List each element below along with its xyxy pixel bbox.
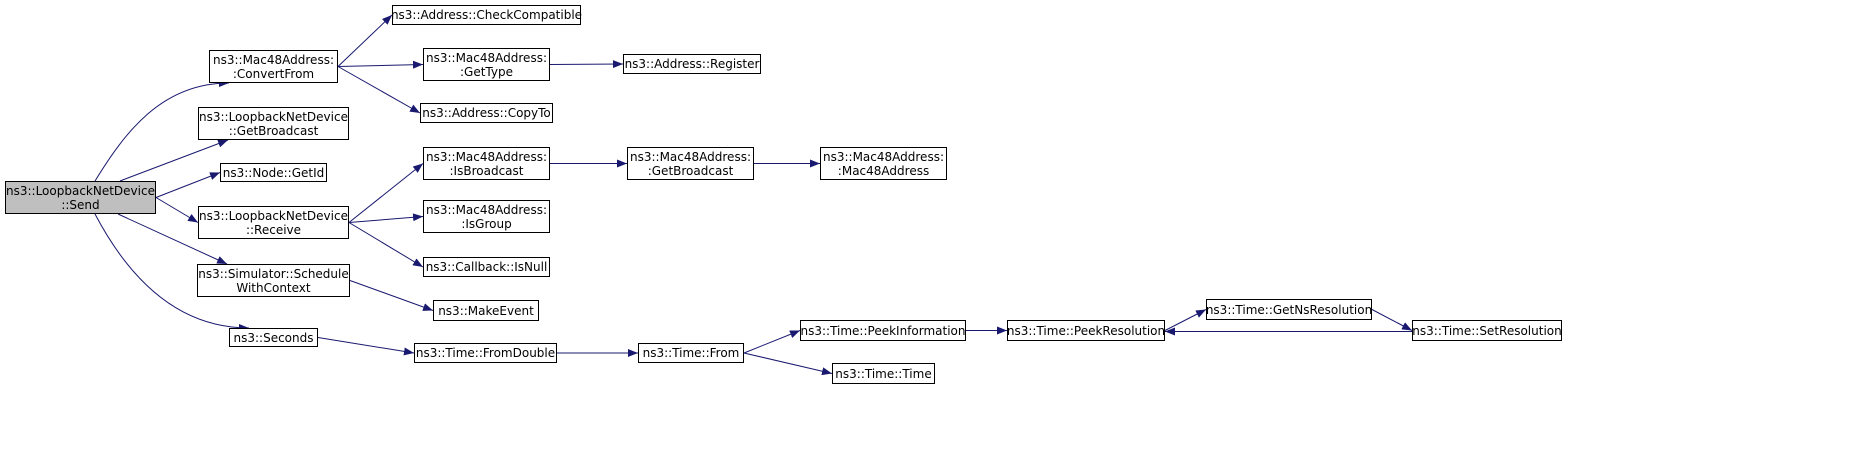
edge-from-to-peekinformation xyxy=(743,330,801,354)
node-label-line: ns3::Simulator::Schedule xyxy=(198,266,349,281)
node-label-line: :GetBroadcast xyxy=(647,163,734,178)
node-label-line: ns3::Address::Register xyxy=(624,57,760,71)
node-getbroadcast-mac[interactable]: ns3::Mac48Address::GetBroadcast xyxy=(627,147,754,180)
node-peekresolution[interactable]: ns3::Time::PeekResolution xyxy=(1007,320,1165,341)
node-isbroadcast[interactable]: ns3::Mac48Address::IsBroadcast xyxy=(423,147,550,180)
node-label-line: ns3::Time::GetNsResolution xyxy=(1205,302,1373,317)
node-receive[interactable]: ns3::LoopbackNetDevice::Receive xyxy=(198,206,349,239)
edge-receive-to-isgroup xyxy=(348,213,424,223)
edge-receive-to-isnull xyxy=(348,222,424,268)
node-label-line: ns3::Time::PeekInformation xyxy=(800,323,966,338)
edge-convertfrom-to-checkcompatible xyxy=(337,14,393,67)
edge-from-to-timector xyxy=(743,352,833,376)
node-from[interactable]: ns3::Time::From xyxy=(638,343,744,363)
edge-getnsresolution-to-setresolution xyxy=(1371,309,1413,331)
edge-peekresolution-to-getnsresolution xyxy=(1164,309,1207,331)
node-label-line: WithContext xyxy=(236,280,311,295)
node-label-line: ns3::Time::SetResolution xyxy=(1412,323,1562,338)
node-label-line: ns3::Seconds xyxy=(233,330,314,345)
edge-receive-to-isbroadcast xyxy=(348,163,424,223)
node-label-line: ns3::LoopbackNetDevice xyxy=(199,109,348,124)
node-seconds[interactable]: ns3::Seconds xyxy=(229,328,318,347)
edge-convertfrom-to-copyto xyxy=(337,66,421,114)
edge-convertfrom-to-gettype xyxy=(337,60,424,69)
edge-send-to-receive xyxy=(155,197,199,223)
edge-schedulewithcontext-to-makeevent xyxy=(349,280,434,311)
node-label-line: ns3::Time::FromDouble xyxy=(415,346,556,360)
node-setresolution[interactable]: ns3::Time::SetResolution xyxy=(1412,320,1562,341)
node-convertfrom[interactable]: ns3::Mac48Address::ConvertFrom xyxy=(209,50,338,83)
node-label-line: ::Receive xyxy=(245,222,302,237)
node-label-line: ns3::Mac48Address: xyxy=(426,202,547,217)
node-checkcompatible[interactable]: ns3::Address::CheckCompatible xyxy=(390,5,583,25)
node-label-line: ns3::Time::PeekResolution xyxy=(1006,323,1166,338)
node-label-line: ns3::Mac48Address: xyxy=(426,50,547,65)
edge-send-to-getid xyxy=(155,172,221,198)
node-isgroup[interactable]: ns3::Mac48Address::IsGroup xyxy=(423,200,550,233)
edge-gettype-to-register xyxy=(549,60,624,69)
node-label-line: ns3::LoopbackNetDevice xyxy=(199,208,348,223)
edge-send-to-getbroadcast-dev xyxy=(119,139,229,182)
node-label-line: ns3::Mac48Address: xyxy=(823,149,944,164)
node-getbroadcast-dev[interactable]: ns3::LoopbackNetDevice::GetBroadcast xyxy=(198,107,349,140)
node-peekinformation[interactable]: ns3::Time::PeekInformation xyxy=(800,320,966,341)
node-label-line: :IsGroup xyxy=(461,216,512,231)
edge-send-to-seconds xyxy=(94,213,250,332)
node-label-line: ns3::Mac48Address: xyxy=(213,52,334,67)
node-isnull[interactable]: ns3::Callback::IsNull xyxy=(423,257,550,277)
node-label-line: ns3::Time::From xyxy=(642,346,740,360)
node-makeevent[interactable]: ns3::MakeEvent xyxy=(433,300,539,321)
node-fromdouble[interactable]: ns3::Time::FromDouble xyxy=(414,343,557,363)
node-gettype[interactable]: ns3::Mac48Address::GetType xyxy=(423,48,550,81)
node-label-line: :Mac48Address xyxy=(837,163,930,178)
node-label-line: ns3::Mac48Address: xyxy=(630,149,751,164)
node-label-line: ns3::MakeEvent xyxy=(438,303,534,318)
node-getid[interactable]: ns3::Node::GetId xyxy=(220,163,327,182)
node-label-line: :GetType xyxy=(460,64,513,79)
node-label-line: ns3::Address::CopyTo xyxy=(422,106,551,120)
node-mac48ctor[interactable]: ns3::Mac48Address::Mac48Address xyxy=(820,147,947,180)
node-label-line: ::GetBroadcast xyxy=(228,123,319,138)
edge-send-to-convertfrom xyxy=(94,79,230,182)
node-copyto[interactable]: ns3::Address::CopyTo xyxy=(420,103,553,123)
node-label-line: ns3::Address::CheckCompatible xyxy=(390,8,583,22)
node-timector[interactable]: ns3::Time::Time xyxy=(832,363,935,384)
node-send[interactable]: ns3::LoopbackNetDevice::Send xyxy=(5,181,156,214)
node-register[interactable]: ns3::Address::Register xyxy=(623,54,761,74)
node-label-line: ns3::Time::Time xyxy=(835,366,932,381)
node-label-line: ns3::LoopbackNetDevice xyxy=(6,183,155,198)
node-getnsresolution[interactable]: ns3::Time::GetNsResolution xyxy=(1206,299,1372,320)
node-label-line: ::Send xyxy=(61,197,100,212)
node-label-line: ns3::Callback::IsNull xyxy=(425,260,548,274)
node-label-line: :IsBroadcast xyxy=(449,163,524,178)
edge-send-to-schedulewithcontext xyxy=(117,213,228,265)
edge-seconds-to-fromdouble xyxy=(317,337,415,356)
node-label-line: ns3::Mac48Address: xyxy=(426,149,547,164)
node-label-line: ns3::Node::GetId xyxy=(222,165,325,180)
node-label-line: :ConvertFrom xyxy=(232,66,315,81)
